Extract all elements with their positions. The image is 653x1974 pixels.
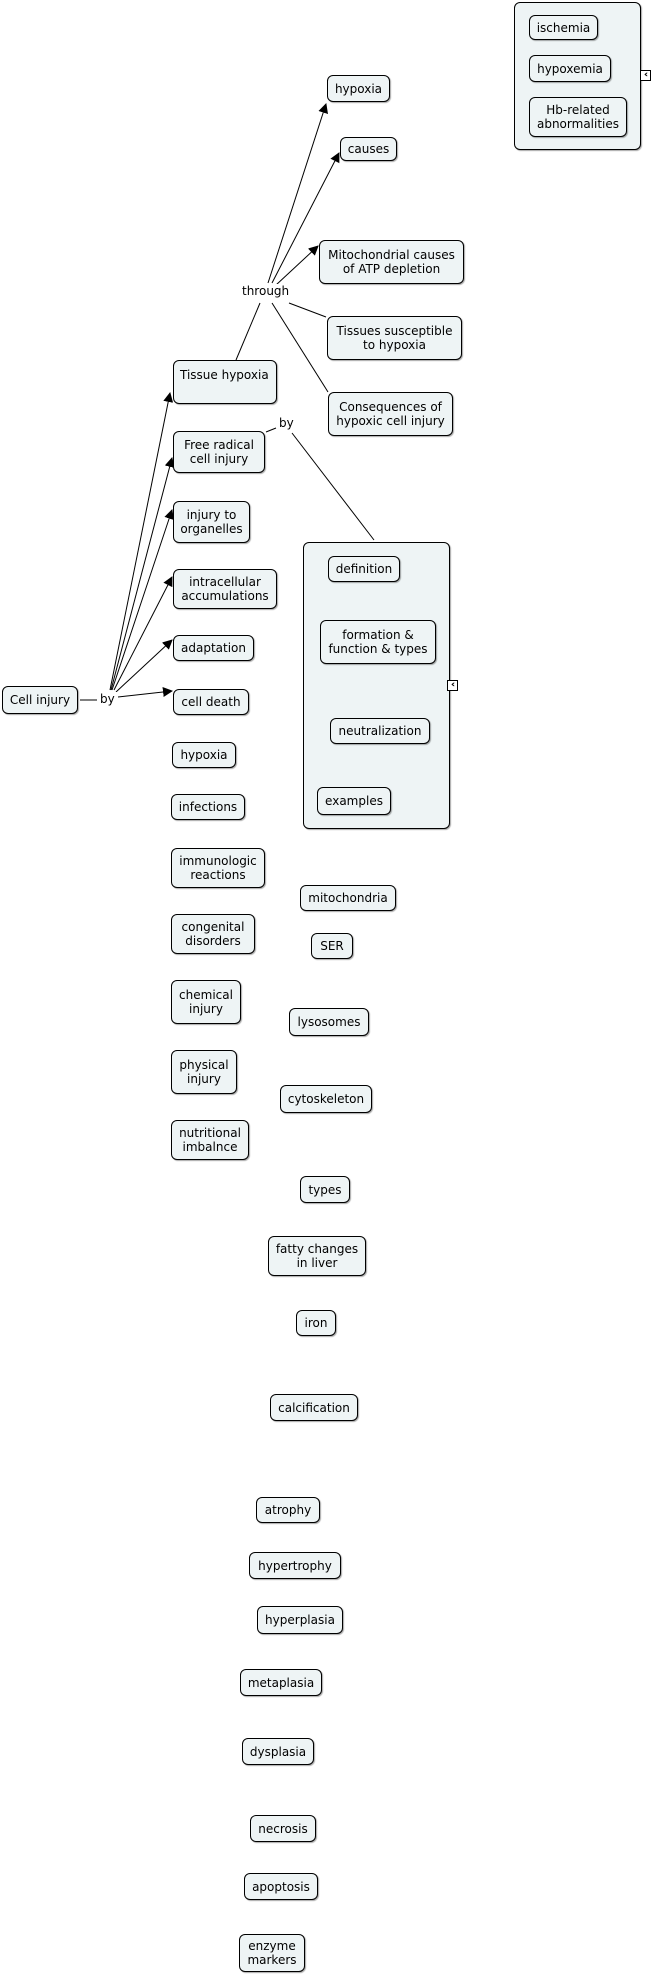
- concept-fatty-changes-liver[interactable]: fatty changes in liver: [268, 1236, 366, 1276]
- concept-adaptation[interactable]: adaptation: [173, 635, 254, 661]
- concept-apoptosis[interactable]: apoptosis: [244, 1873, 318, 1900]
- concept-mitochondria[interactable]: mitochondria: [300, 885, 396, 911]
- concept-intracellular-accumulations[interactable]: intracellular accumulations: [173, 569, 277, 609]
- linking-phrase-through[interactable]: through: [240, 284, 292, 298]
- concept-injury-to-organelles[interactable]: injury to organelles: [173, 501, 250, 543]
- concept-hypoxia-cause[interactable]: hypoxia: [172, 742, 236, 768]
- concept-dysplasia[interactable]: dysplasia: [242, 1738, 314, 1765]
- concept-hypoxia[interactable]: hypoxia: [327, 75, 390, 102]
- concept-cell-death[interactable]: cell death: [173, 689, 249, 715]
- concept-tissue-hypoxia[interactable]: Tissue hypoxia: [173, 360, 277, 404]
- concept-chemical-injury[interactable]: chemical injury: [171, 980, 241, 1024]
- concept-physical-injury[interactable]: physical injury: [171, 1050, 237, 1094]
- concept-enzyme-markers[interactable]: enzyme markers: [239, 1934, 305, 1972]
- concept-hb-related-abnormalities[interactable]: Hb-related abnormalities: [529, 97, 627, 137]
- concept-examples[interactable]: examples: [317, 787, 391, 815]
- concept-immunologic-reactions[interactable]: immunologic reactions: [171, 848, 265, 888]
- concept-cell-injury[interactable]: Cell injury: [2, 686, 78, 714]
- linking-phrase-by-free-radical[interactable]: by: [277, 416, 296, 430]
- concept-cytoskeleton[interactable]: cytoskeleton: [280, 1085, 372, 1113]
- collapse-icon[interactable]: ‹‹: [447, 680, 458, 691]
- concept-hyperplasia[interactable]: hyperplasia: [257, 1606, 343, 1634]
- concept-formation-function-types[interactable]: formation & function & types: [320, 620, 436, 664]
- collapse-icon[interactable]: ‹‹: [640, 70, 651, 81]
- concept-calcification[interactable]: calcification: [270, 1394, 358, 1421]
- concept-tissues-susceptible[interactable]: Tissues susceptible to hypoxia: [327, 316, 462, 360]
- concept-ser[interactable]: SER: [311, 933, 353, 959]
- concept-ischemia[interactable]: ischemia: [529, 15, 598, 40]
- concept-neutralization[interactable]: neutralization: [330, 718, 430, 744]
- concept-lysosomes[interactable]: lysosomes: [289, 1008, 369, 1036]
- concept-infections[interactable]: infections: [171, 794, 245, 820]
- concept-types[interactable]: types: [300, 1176, 350, 1203]
- concept-mitochondrial-causes[interactable]: Mitochondrial causes of ATP depletion: [319, 240, 464, 284]
- concept-metaplasia[interactable]: metaplasia: [240, 1669, 322, 1696]
- concept-causes[interactable]: causes: [340, 137, 397, 161]
- concept-definition[interactable]: definition: [328, 556, 400, 582]
- concept-consequences[interactable]: Consequences of hypoxic cell injury: [328, 392, 453, 436]
- concept-nutritional-imbalance[interactable]: nutritional imbalnce: [171, 1120, 249, 1160]
- concept-hypertrophy[interactable]: hypertrophy: [249, 1552, 341, 1579]
- concept-group-free-radicals: [303, 542, 450, 829]
- concept-hypoxemia[interactable]: hypoxemia: [529, 55, 611, 82]
- concept-congenital-disorders[interactable]: congenital disorders: [171, 914, 255, 954]
- concept-necrosis[interactable]: necrosis: [250, 1815, 316, 1842]
- concept-iron[interactable]: iron: [296, 1310, 336, 1336]
- linking-phrase-by[interactable]: by: [98, 692, 117, 706]
- concept-free-radical-cell-injury[interactable]: Free radical cell injury: [173, 431, 265, 473]
- concept-atrophy[interactable]: atrophy: [256, 1497, 320, 1523]
